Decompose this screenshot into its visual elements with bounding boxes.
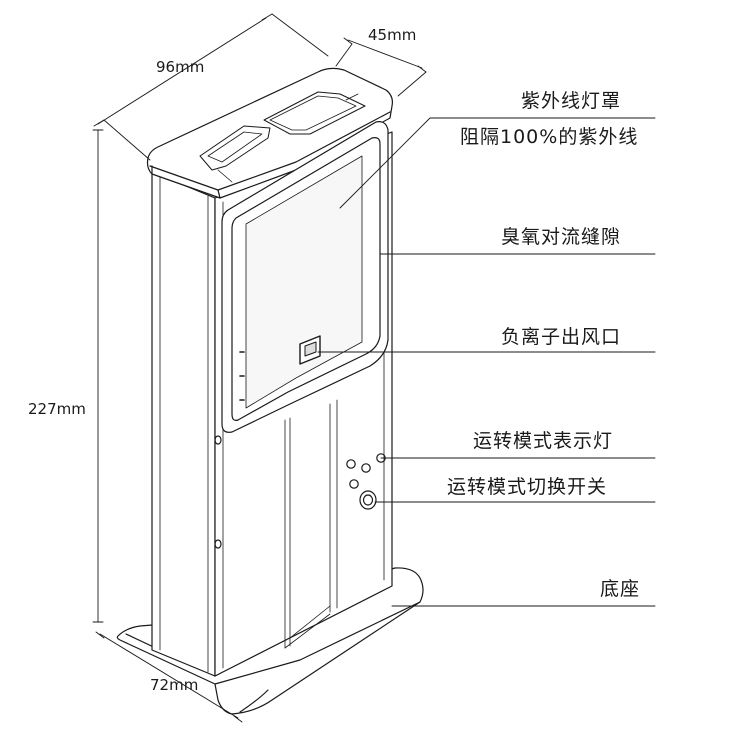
base-dimension-label: 72mm (150, 676, 199, 694)
dimension-lines (92, 13, 427, 723)
base-label: 底座 (600, 578, 641, 600)
mode-indicator-label: 运转模式表示灯 (473, 430, 614, 452)
mode-switch (359, 490, 377, 510)
body-left-side (151, 171, 216, 677)
depth-dimension-label: 45mm (368, 26, 417, 44)
uv-cover-label: 紫外线灯罩 (521, 90, 622, 112)
side-holes (214, 435, 222, 549)
top-lid (146, 67, 393, 199)
callout-leaders (317, 117, 656, 607)
ion-outlet-label: 负离子出风口 (501, 326, 622, 348)
ion-outlet (299, 335, 321, 365)
uv-lamp-cover (221, 121, 389, 433)
width-dimension-label: 96mm (156, 58, 205, 76)
height-dimension-label: 227mm (28, 400, 86, 418)
uv-block-label: 阻隔100%的紫外线 (460, 126, 639, 148)
ozone-gap-label: 臭氧对流缝隙 (501, 226, 622, 248)
mode-switch-label: 运转模式切换开关 (447, 476, 608, 498)
